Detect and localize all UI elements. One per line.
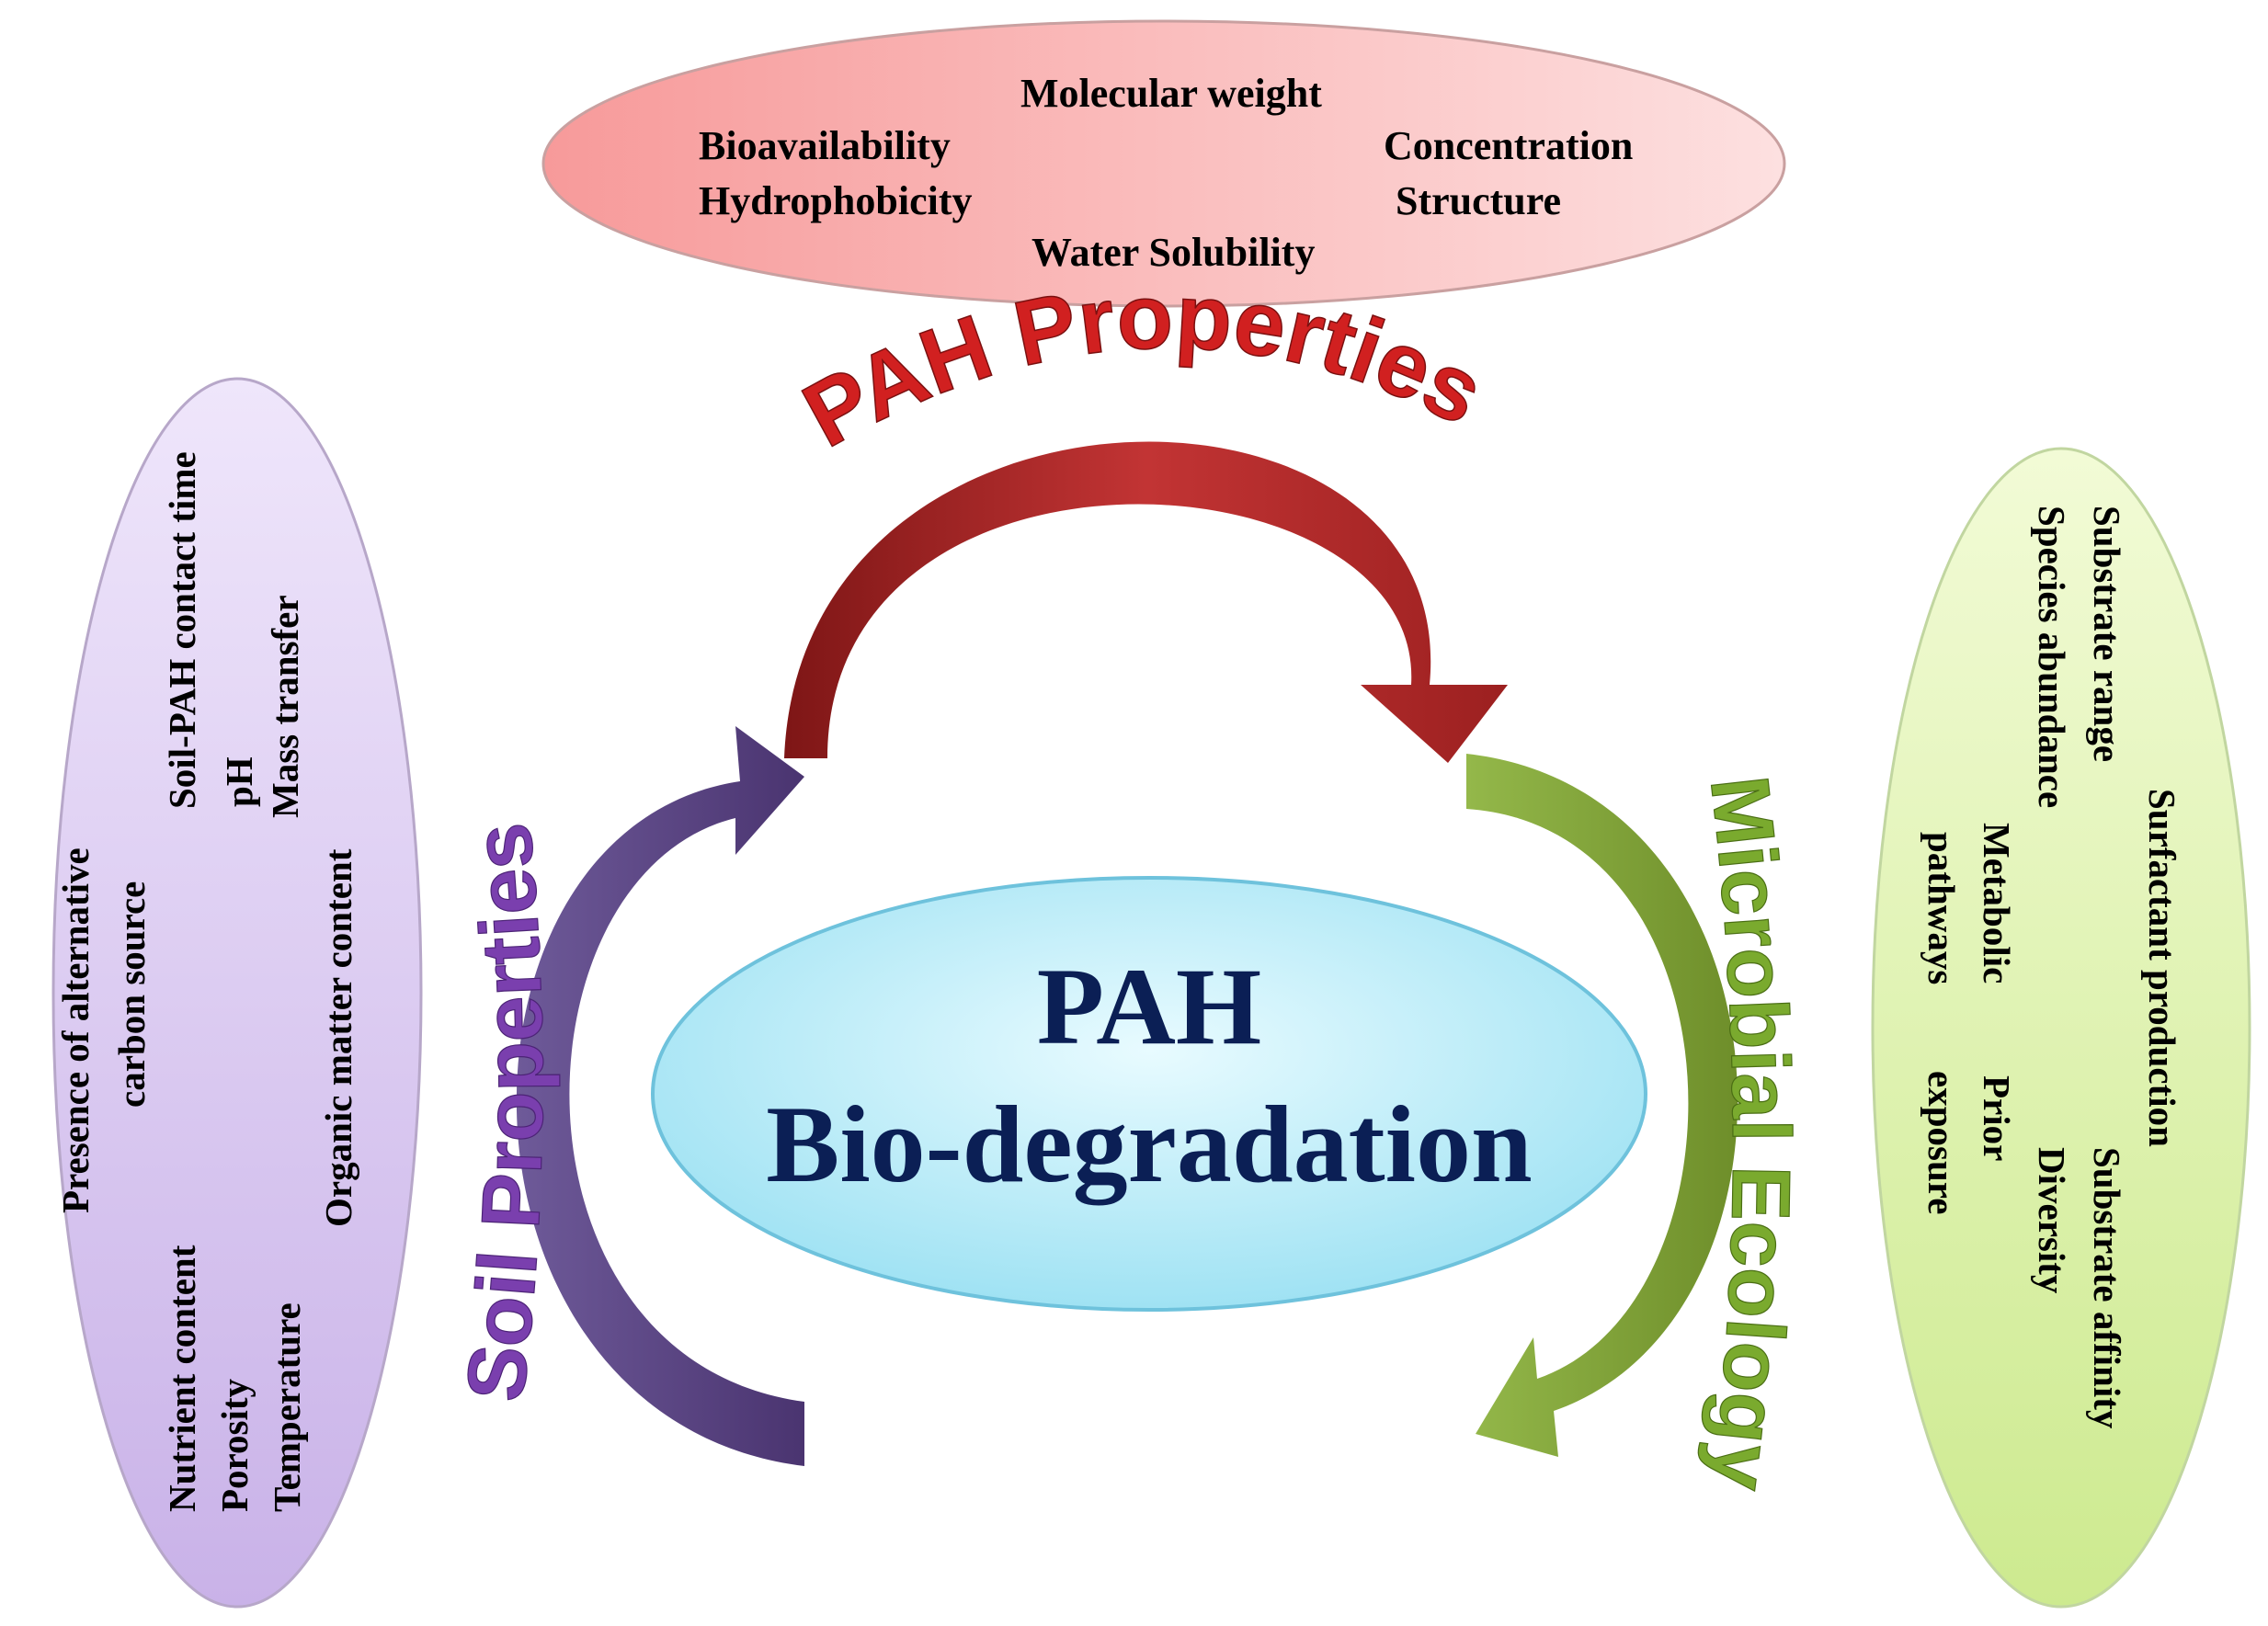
microbial-prior-exposure-line-2: exposure bbox=[1920, 1071, 1963, 1215]
soil-property-porosity: Porosity bbox=[213, 1378, 256, 1512]
microbial-ecology-arrow bbox=[1466, 754, 1738, 1457]
soil-property-contact-time: Soil-PAH contact time bbox=[161, 451, 203, 809]
center-title-line-2: Bio-degradation bbox=[766, 1083, 1532, 1206]
soil-properties-title: Soil Properties bbox=[450, 819, 561, 1405]
microbial-metabolic-line-1: Metabolic bbox=[1976, 823, 2018, 984]
pah-property-structure: Structure bbox=[1396, 178, 1562, 223]
soil-property-nutrient-content: Nutrient content bbox=[161, 1245, 203, 1512]
soil-property-ph: pH bbox=[218, 756, 260, 807]
soil-property-temperature: Temperature bbox=[266, 1302, 308, 1512]
pah-property-concentration: Concentration bbox=[1384, 123, 1634, 168]
soil-properties-ellipse bbox=[51, 377, 423, 1609]
microbial-metabolic-line-2: pathways bbox=[1920, 832, 1963, 985]
soil-property-alternative-carbon-line-1: Presence of alternative bbox=[54, 847, 97, 1213]
pah-properties-ellipse bbox=[541, 19, 1786, 308]
pah-property-bioavailability: Bioavailability bbox=[699, 123, 951, 168]
microbial-ecology-ellipse bbox=[1871, 447, 2251, 1609]
soil-properties-arrow bbox=[516, 726, 804, 1466]
soil-property-organic-matter: Organic matter content bbox=[317, 848, 359, 1227]
soil-property-mass-transfer: Mass transfer bbox=[264, 595, 306, 818]
microbial-species-abundance: Species abundance bbox=[2031, 506, 2073, 809]
center-title-line-1: PAH bbox=[1037, 945, 1261, 1067]
center-ellipse bbox=[651, 876, 1647, 1312]
soil-property-alternative-carbon-line-2: carbon source bbox=[110, 881, 153, 1108]
pah-property-hydrophobicity: Hydrophobicity bbox=[699, 178, 973, 223]
microbial-surfactant-production: Surfactant production bbox=[2141, 789, 2183, 1147]
microbial-substrate-affinity: Substrate affinity bbox=[2086, 1147, 2128, 1429]
pah-property-molecular-weight: Molecular weight bbox=[1020, 71, 1322, 116]
pah-property-water-solubility: Water Solubility bbox=[1031, 230, 1316, 275]
microbial-diversity: Diversity bbox=[2031, 1147, 2073, 1294]
microbial-prior-exposure-line-1: Prior bbox=[1976, 1075, 2018, 1162]
microbial-substrate-range: Substrate range bbox=[2086, 506, 2128, 763]
pah-properties-arrow bbox=[784, 441, 1508, 763]
